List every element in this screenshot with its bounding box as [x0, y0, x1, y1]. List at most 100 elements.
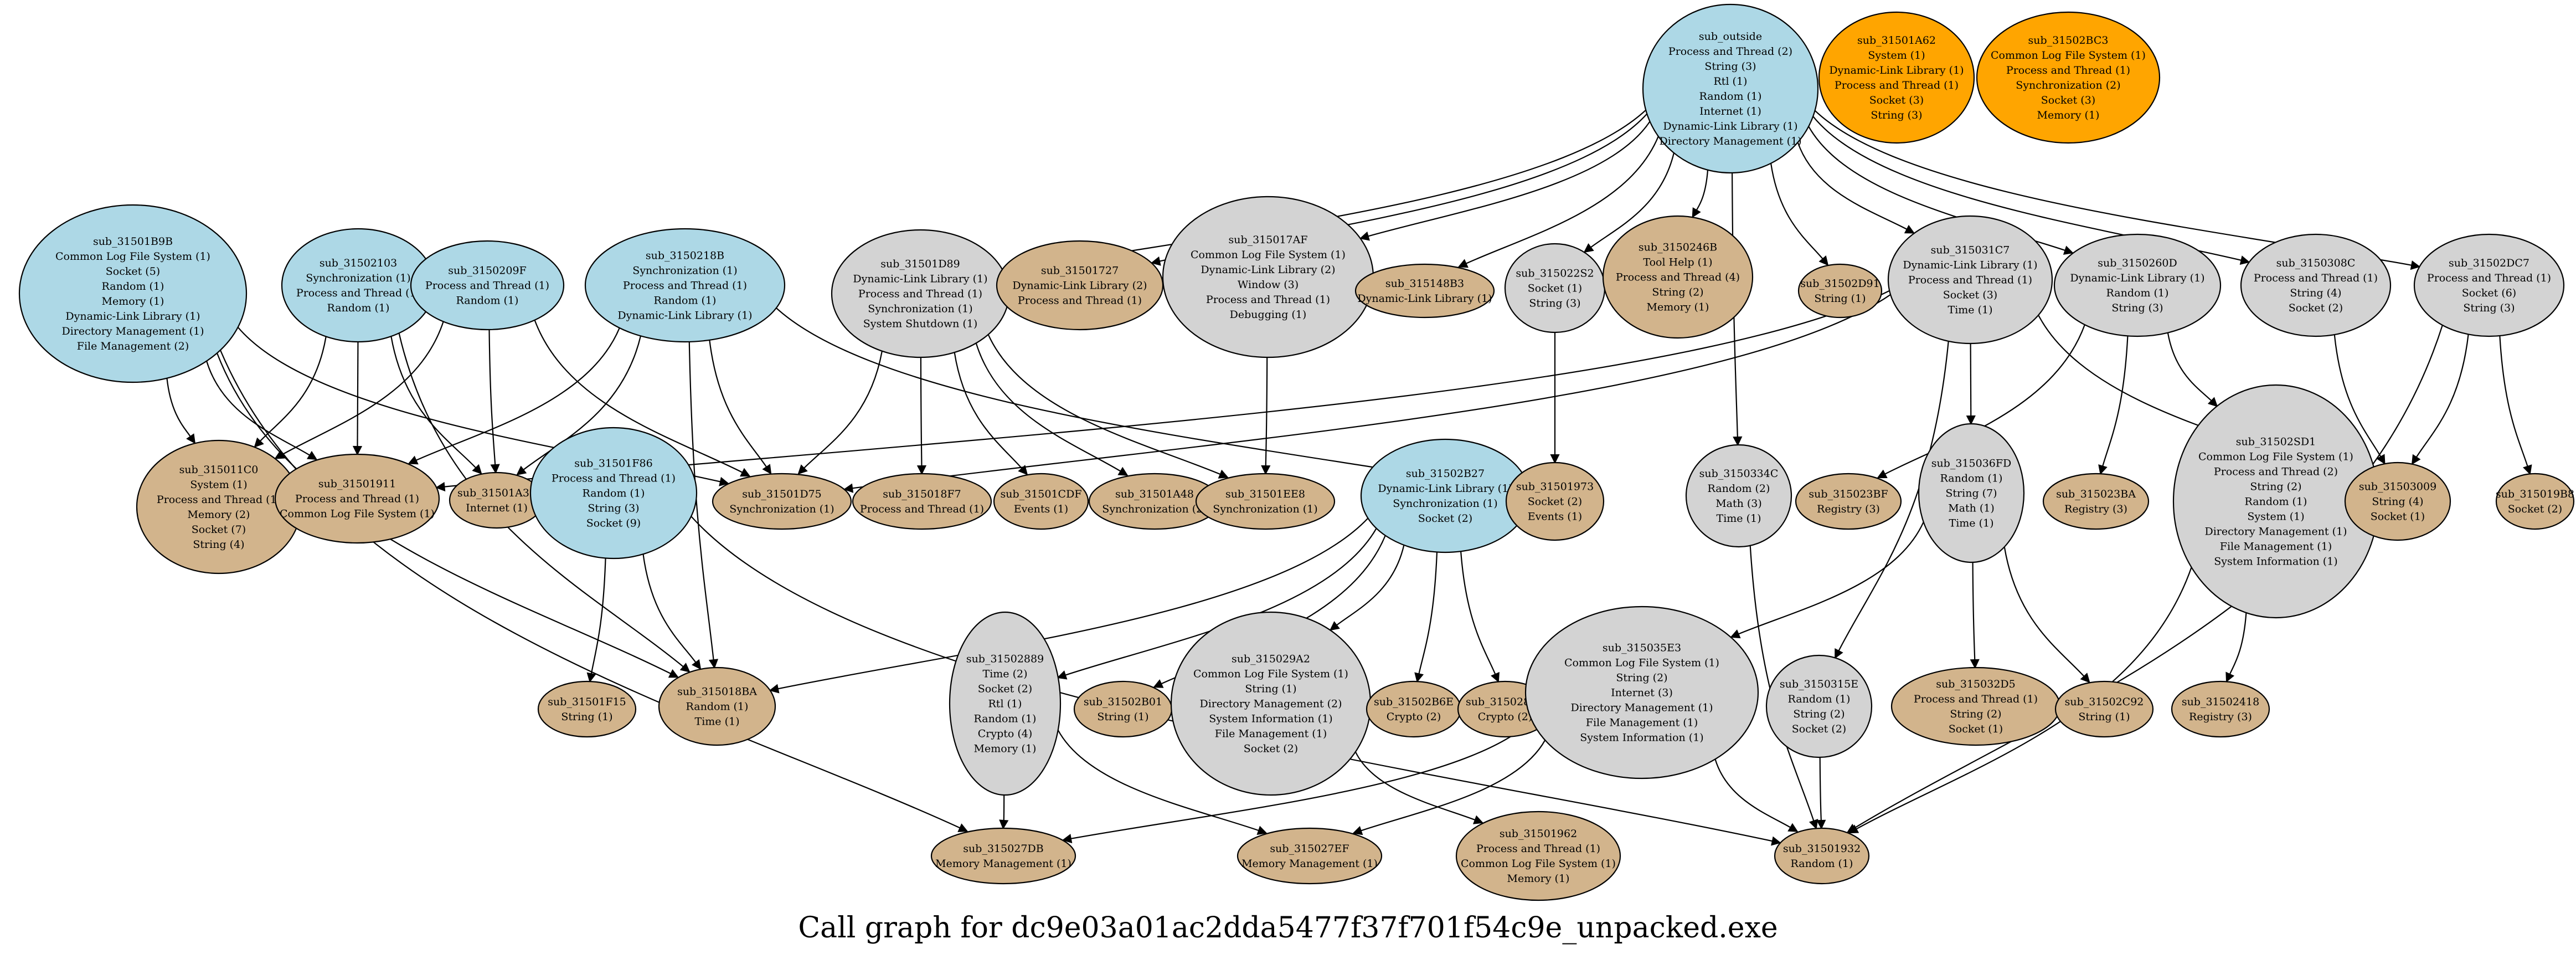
edge-sub-31501d89-to-sub-31501ee8 — [987, 334, 1229, 479]
node-title: sub_31501EE8 — [1225, 488, 1305, 500]
node-api-line: Random (1) — [974, 713, 1037, 725]
node-ellipse — [2054, 680, 2154, 738]
node-api-line: Random (1) — [1699, 90, 1762, 102]
node-api-line: Process and Thread (1) — [1206, 294, 1330, 306]
edge-sub-315031c7-to-sub-315036fd — [1966, 343, 1976, 425]
node-ellipse — [449, 471, 545, 529]
node-api-line: Process and Thread (1) — [1914, 693, 2038, 705]
node-api-line: Time (1) — [1949, 517, 1994, 530]
edge-sub-315035e3-to-sub-31501932 — [1714, 758, 1799, 832]
node-api-line: Memory (1) — [1647, 301, 1709, 314]
node-ellipse — [658, 666, 776, 746]
node-title: sub_31502C92 — [2065, 696, 2144, 708]
node-api-line: System Information (1) — [1580, 732, 1703, 744]
node-ellipse — [1360, 438, 1531, 553]
node-api-line: Crypto (2) — [1387, 711, 1441, 723]
edge-sub-3150218b-to-sub-315018ba — [688, 341, 719, 669]
edge-sub-31502b27-to-sub-3150281a — [1460, 551, 1500, 683]
node-api-line: Dynamic-Link Library (1) — [1903, 259, 2037, 271]
node-ellipse — [18, 204, 248, 383]
node-api-line: Synchronization (1) — [729, 503, 834, 515]
node-title: sub_31501A32 — [457, 487, 536, 499]
node-ellipse — [274, 453, 440, 544]
node-api-line: Random (1) — [2106, 287, 2169, 299]
node-ellipse — [1795, 473, 1902, 530]
node-ellipse — [584, 228, 786, 343]
node-ellipse — [2171, 680, 2270, 738]
node-api-line: Process and Thread (1) — [296, 287, 420, 299]
node-api-line: Registry (3) — [2189, 711, 2252, 723]
node-api-line: Socket (2) — [1244, 743, 1298, 755]
node-api-line: Synchronization (1) — [306, 272, 410, 284]
node-api-line: System (1) — [1868, 49, 1925, 61]
node-api-line: Process and Thread (2) — [2214, 466, 2338, 478]
node-title: sub_315019B8 — [2496, 488, 2574, 500]
node-title: sub_315035E3 — [1603, 642, 1681, 654]
node-api-line: File Management (1) — [1215, 728, 1327, 740]
node-title: sub_3150315E — [1780, 678, 1858, 690]
node-api-line: Socket (2) — [2508, 503, 2562, 515]
node-api-line: Process and Thread (2) — [1668, 45, 1792, 58]
node-api-line: Common Log File System (1) — [1564, 657, 1719, 669]
node-title: sub_3150334C — [1699, 468, 1779, 480]
node-title: sub_3150260D — [2098, 257, 2177, 269]
node-api-line: Dynamic-Link Library (2) — [1201, 264, 1335, 276]
node-api-line: Process and Thread (1) — [1018, 295, 1142, 307]
node-title: sub_3150281A — [1466, 696, 1544, 708]
node-ellipse — [410, 240, 565, 331]
node-api-line: Time (1) — [1717, 512, 1761, 525]
node-api-line: Random (1) — [1791, 858, 1853, 870]
edge-sub-315036fd-to-sub-31502c92 — [2003, 546, 2090, 683]
node-title: sub_31501D75 — [742, 488, 822, 500]
call-edges — [166, 109, 2532, 846]
node-title: sub_31501F15 — [548, 696, 626, 708]
node-title: sub_31502103 — [320, 257, 397, 269]
node-api-line: Process and Thread (1) — [1835, 79, 1959, 91]
node-api-line: File Management (1) — [2220, 541, 2332, 553]
node-api-line: Crypto (2) — [1478, 711, 1533, 723]
edge-sub-31501d89-to-sub-315018f7 — [916, 357, 927, 475]
node-api-line: Dynamic-Link Library (1) — [2070, 272, 2204, 284]
node-ellipse — [1237, 827, 1383, 885]
node-api-line: Synchronization (1) — [868, 303, 972, 315]
node-api-line: Memory (2) — [188, 509, 250, 521]
node-api-line: Dynamic-Link Library (1) — [1663, 120, 1797, 132]
node-ellipse — [1797, 263, 1883, 319]
node-api-line: String (3) — [1871, 109, 1922, 121]
node-ellipse — [1162, 196, 1374, 358]
node-ellipse — [2053, 233, 2222, 337]
node-api-line: String (2) — [1616, 672, 1667, 684]
node-title: sub_315023BF — [1809, 488, 1888, 500]
edge-sub-31502103-to-sub-315018ba — [398, 333, 691, 673]
node-api-line: Socket (9) — [586, 517, 641, 530]
node-api-line: Process and Thread (1) — [157, 494, 281, 506]
node-api-line: Process and Thread (4) — [1616, 271, 1740, 284]
node-api-line: Window (3) — [1238, 279, 1299, 291]
node-title: sub_31502DC7 — [2449, 257, 2529, 269]
edge-sub-3150218b-to-sub-31501911 — [408, 327, 620, 465]
node-api-line: Time (2) — [983, 668, 1028, 680]
node-title: sub_31501CDF — [1000, 488, 1081, 500]
node-api-line: Math (1) — [1948, 502, 1995, 515]
node-api-line: Process and Thread (1) — [552, 473, 676, 485]
node-api-line: Socket (7) — [192, 524, 246, 536]
node-api-line: Random (2) — [1708, 483, 1770, 495]
node-api-line: String (3) — [588, 502, 639, 515]
edge-sub-31502889-to-sub-315027db — [999, 794, 1009, 830]
node-title: sub_315017AF — [1228, 234, 1307, 246]
node-ellipse — [529, 427, 698, 560]
node-api-line: System (1) — [190, 479, 247, 491]
node-title: sub_31501A62 — [1857, 34, 1936, 47]
node-api-line: Dynamic-Link Library (1) — [1357, 293, 1492, 305]
